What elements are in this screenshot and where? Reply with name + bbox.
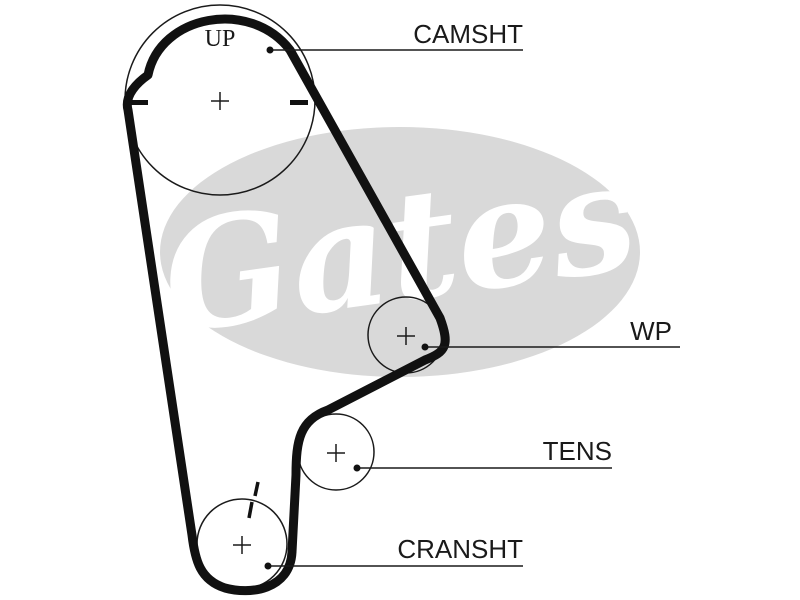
tensioner-center-mark [327, 444, 345, 462]
water-pump-center-mark [397, 327, 415, 345]
camshaft-timing-mark-left [130, 100, 148, 105]
crankshaft-center-mark [233, 536, 251, 554]
leader-tensioner [353, 464, 612, 472]
water-pump-label: WP [630, 316, 672, 346]
camshaft-label: CAMSHT [413, 19, 523, 49]
leader-crankshaft [264, 562, 523, 570]
timing-belt [122, 14, 450, 596]
up-label: UP [205, 26, 236, 52]
leader-camshaft [266, 46, 523, 54]
camshaft-timing-mark-right [290, 100, 308, 105]
crankshaft-label: CRANSHT [397, 534, 523, 564]
tensioner-label: TENS [543, 436, 612, 466]
leader-water-pump [421, 343, 680, 351]
camshaft-center-mark [211, 92, 229, 110]
crankshaft-timing-mark [247, 481, 260, 519]
